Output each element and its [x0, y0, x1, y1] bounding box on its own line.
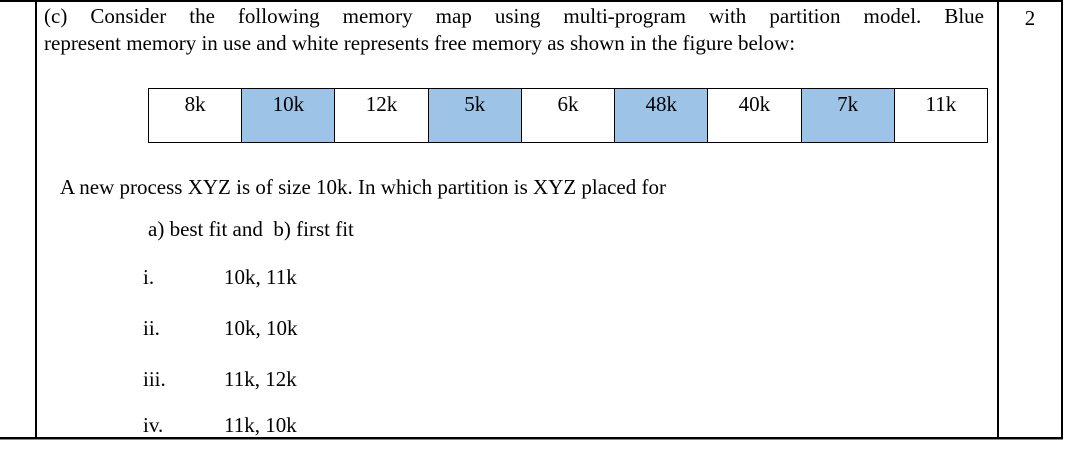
option-value: 11k, 12k — [224, 367, 297, 391]
option-row: i. 10k, 11k — [143, 265, 463, 291]
memory-partition-cell: 40k — [707, 89, 801, 142]
table-top-border — [0, 0, 1063, 2]
option-numeral: i. — [143, 265, 155, 289]
memory-partition-cell: 10k — [241, 89, 335, 142]
question-intro-line1: (c) Consider the following memory map us… — [44, 4, 984, 28]
question-fit-line: a) best fit and b) first fit — [148, 217, 354, 241]
memory-partition-cell: 11k — [893, 89, 987, 142]
question-intro-line2: represent memory in use and white repres… — [44, 31, 796, 55]
marks-cell-right-border — [1061, 0, 1063, 439]
memory-partition-cell: 6k — [520, 89, 615, 142]
question-intro: (c) Consider the following memory map us… — [44, 3, 984, 57]
memory-partition-cell: 7k — [800, 89, 894, 142]
option-numeral: iii. — [143, 367, 166, 391]
marks-cell-left-border — [997, 0, 999, 439]
memory-partition-cell: 8k — [149, 89, 242, 142]
option-row: iii. 11k, 12k — [143, 367, 463, 393]
option-row: ii. 10k, 10k — [143, 316, 463, 342]
table-bottom-border — [0, 437, 1063, 440]
option-numeral: ii. — [143, 316, 160, 340]
memory-partition-cell: 12k — [334, 89, 428, 142]
option-value: 11k, 10k — [224, 413, 297, 437]
option-value: 10k, 10k — [224, 316, 298, 340]
option-numeral: iv. — [143, 413, 164, 437]
memory-partition-cell: 48k — [614, 89, 708, 142]
option-value: 10k, 11k — [224, 265, 297, 289]
question-cell-left-border — [35, 0, 37, 439]
memory-partition-cell: 5k — [427, 89, 521, 142]
marks-value: 2 — [1024, 6, 1036, 30]
option-row: iv. 11k, 10k — [143, 413, 463, 439]
memory-map-table: 8k 10k 12k 5k 6k 48k 40k 7k 11k — [148, 88, 988, 143]
question-prompt: A new process XYZ is of size 10k. In whi… — [60, 175, 666, 199]
